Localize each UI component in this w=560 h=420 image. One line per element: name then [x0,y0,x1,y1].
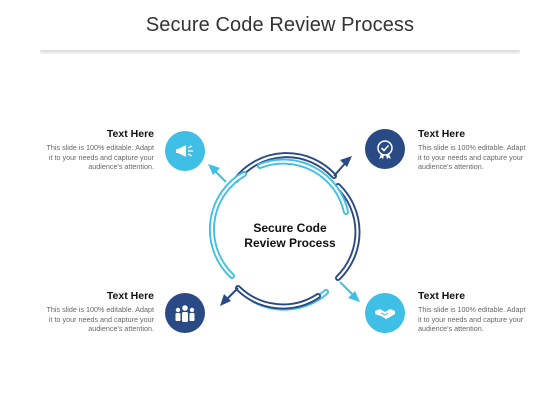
text-block-bottom-right: Text Here This slide is 100% editable. A… [418,290,546,334]
text-block-body: This slide is 100% editable. Adapt it to… [46,143,154,171]
arrowhead-bottom-right-icon [348,291,360,302]
arc-top-right [257,158,349,215]
text-block-heading: Text Here [418,290,466,302]
text-block-bottom-left: Text Here This slide is 100% editable. A… [26,290,154,334]
text-block-heading: Text Here [106,290,154,302]
award-badge-icon [365,129,405,169]
center-label-line1: Secure Code [253,221,327,235]
center-label-line2: Review Process [244,236,336,250]
arc-right [335,183,361,281]
page-title: Secure Code Review Process [145,14,415,36]
arrowhead-bottom-left-icon [220,294,231,306]
arc-left [208,164,247,279]
team-icon [165,293,205,333]
text-block-heading: Text Here [418,128,466,140]
text-block-heading: Text Here [106,128,154,140]
text-block-body: This slide is 100% editable. Adapt it to… [418,305,526,333]
arrowhead-top-left-icon [208,164,220,175]
megaphone-icon [165,131,205,171]
arc-top [233,152,352,183]
text-block-top-right: Text Here This slide is 100% editable. A… [418,128,546,172]
text-block-top-left: Text Here This slide is 100% editable. A… [26,128,154,172]
text-block-body: This slide is 100% editable. Adapt it to… [46,305,154,333]
handshake-icon [365,293,405,333]
center-label: Secure Code Review Process [230,221,350,251]
arrowhead-top-right-icon [340,156,352,167]
arc-bottom [220,285,321,310]
title-divider [40,50,520,54]
text-block-body: This slide is 100% editable. Adapt it to… [418,143,526,171]
